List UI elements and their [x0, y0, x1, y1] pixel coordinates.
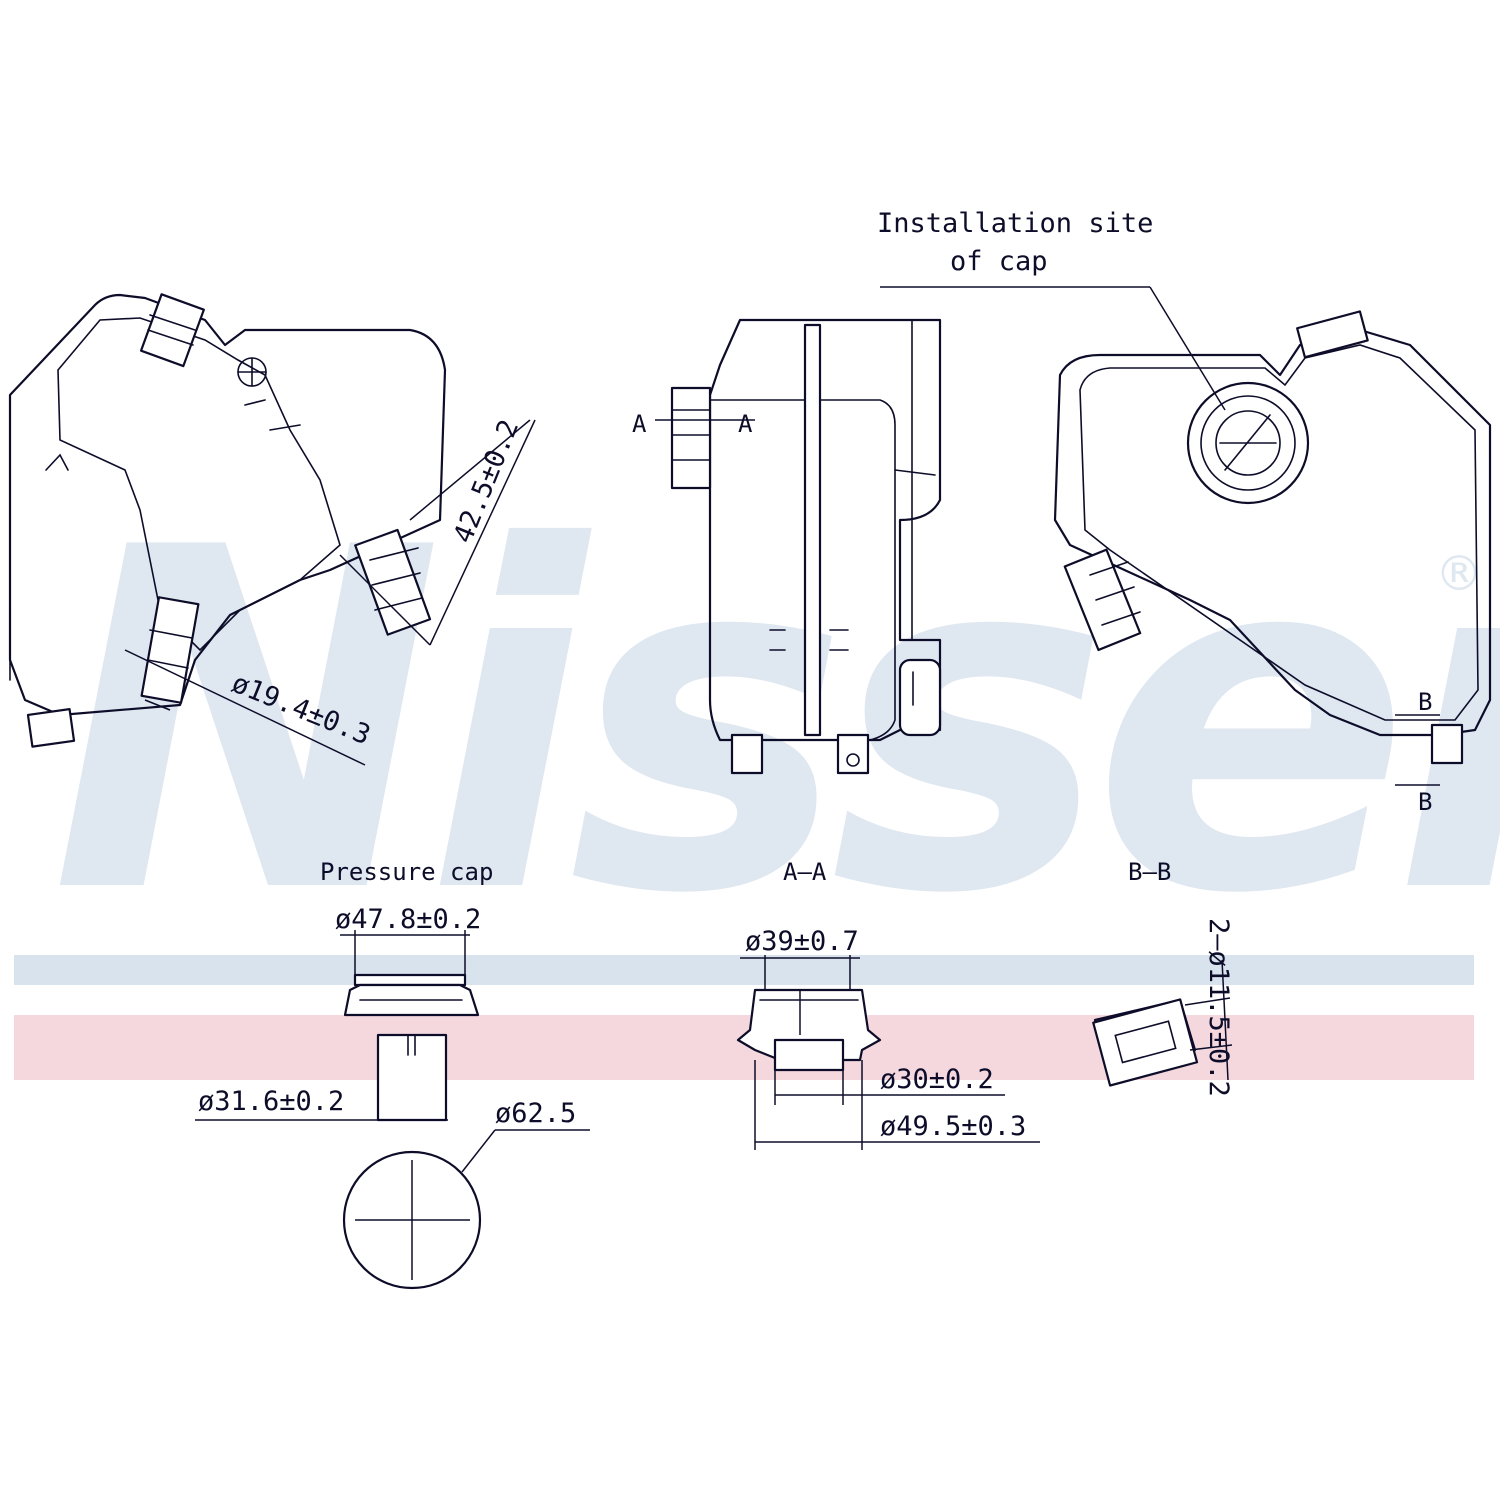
- watermark-brand: Nissens: [50, 449, 1500, 996]
- caption-pressure-cap: Pressure cap: [320, 858, 493, 886]
- section-mark-a-right: A: [738, 410, 753, 438]
- watermark-registered-mark: ®: [1435, 546, 1483, 602]
- section-mark-a-left: A: [632, 410, 647, 438]
- dim-cap-top: ø47.8±0.2: [335, 904, 481, 935]
- dim-cap-stem: ø31.6±0.2: [198, 1086, 344, 1117]
- dim-cap-face: ø62.5: [495, 1098, 576, 1129]
- dim-aa-inner: ø30±0.2: [880, 1064, 994, 1095]
- pressure-cap-detail: ø47.8±0.2 ø31.6±0.2 ø62.5: [195, 904, 590, 1290]
- section-mark-b-top: B: [1418, 688, 1432, 716]
- caption-section-bb: B–B: [1128, 858, 1171, 886]
- watermark: Nissens ®: [14, 449, 1500, 1080]
- watermark-blue-band: [14, 955, 1474, 985]
- tank-front-view: A A: [632, 318, 942, 775]
- callout-line-1: Installation site: [877, 208, 1153, 239]
- watermark-pink-band: [14, 1015, 1474, 1080]
- callout-line-2: of cap: [950, 246, 1048, 277]
- dim-aa-top: ø39±0.7: [745, 926, 859, 957]
- section-aa-detail: ø39±0.7 ø30±0.2 ø49.5±0.3: [736, 926, 1040, 1150]
- caption-section-aa: A–A: [783, 858, 827, 886]
- section-bb-detail: 2–ø11.5±0.2: [1092, 918, 1234, 1097]
- tank-top-view: B B Installation site of cap: [877, 208, 1492, 816]
- section-mark-b-bottom: B: [1418, 788, 1432, 816]
- dim-aa-outer: ø49.5±0.3: [880, 1111, 1026, 1142]
- dim-bb-holes: 2–ø11.5±0.2: [1203, 918, 1234, 1097]
